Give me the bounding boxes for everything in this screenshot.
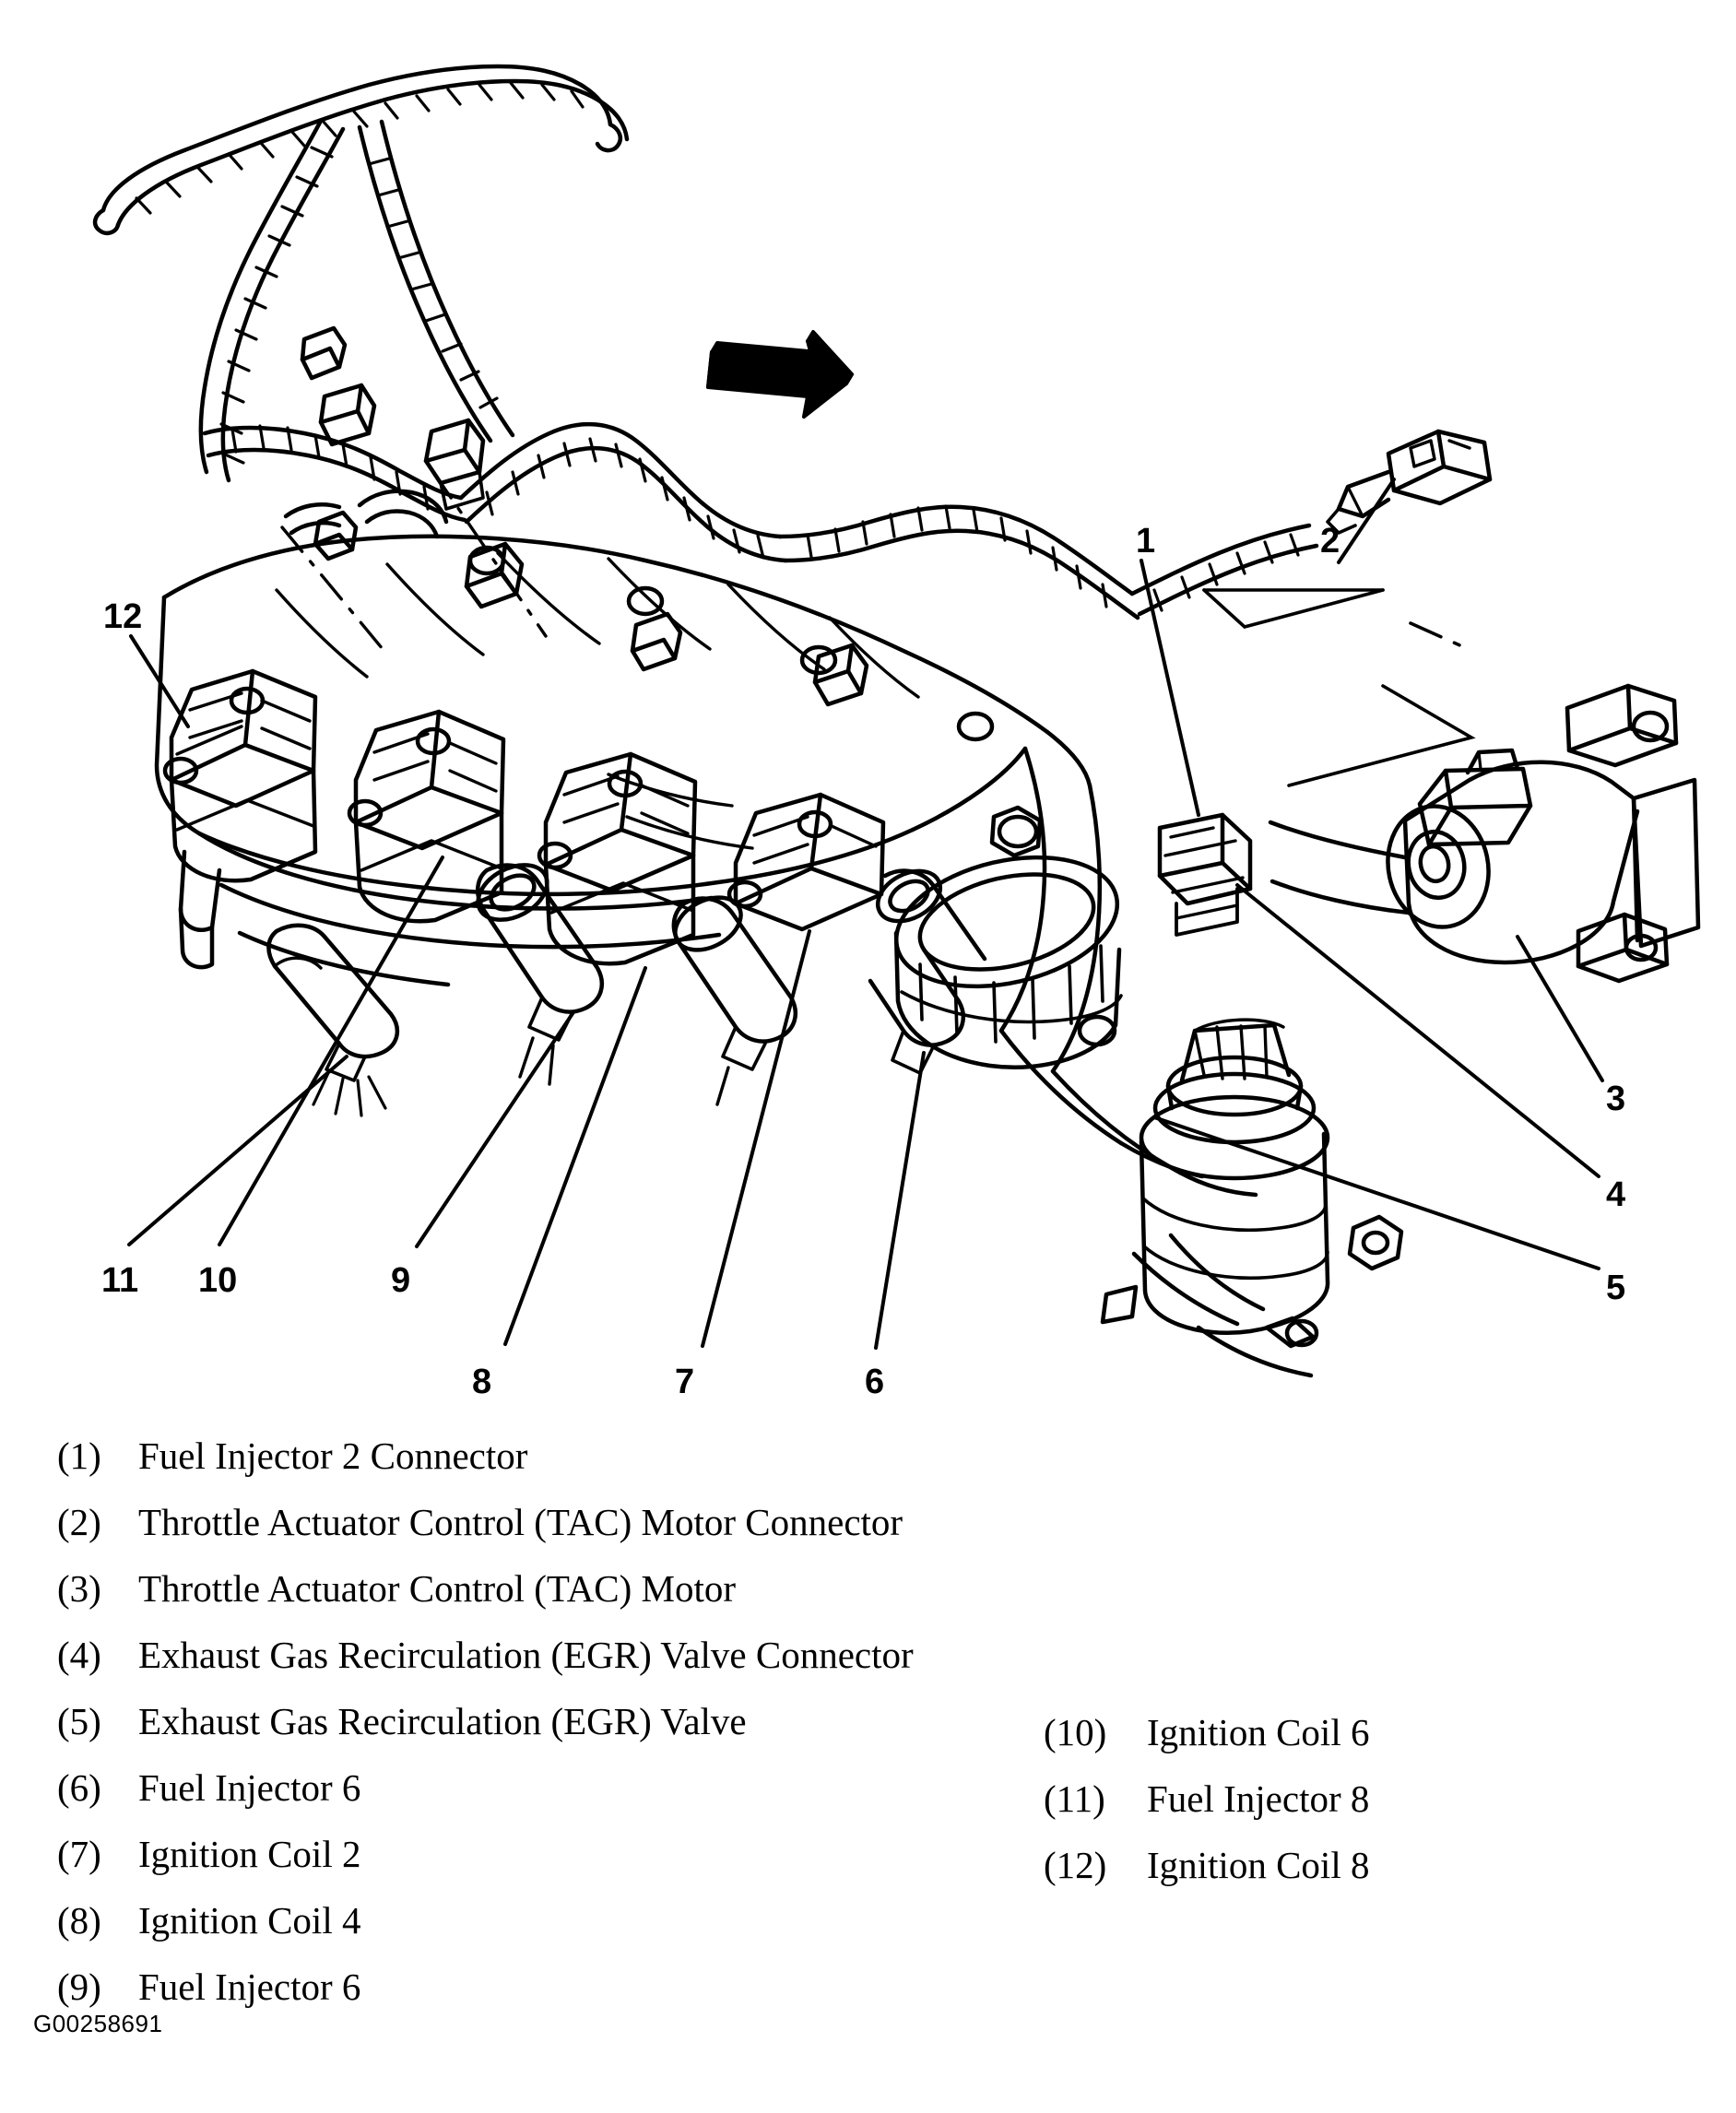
legend-item: (10) Ignition Coil 6 bbox=[1044, 1710, 1689, 1777]
legend-item-label: Ignition Coil 6 bbox=[1147, 1711, 1370, 1753]
legend-item-label: Throttle Actuator Control (TAC) Motor Co… bbox=[138, 1501, 903, 1543]
ignition-coil-2 bbox=[726, 792, 886, 932]
legend-item: (11) Fuel Injector 8 bbox=[1044, 1777, 1689, 1843]
legend-item-label: Fuel Injector 6 bbox=[138, 1766, 361, 1809]
egr-valve bbox=[1100, 1018, 1404, 1349]
ignition-coil-6 bbox=[347, 709, 506, 924]
legend-item-label: Fuel Injector 8 bbox=[1147, 1777, 1370, 1820]
manifold-fasteners bbox=[467, 545, 1117, 1047]
callout-leader-lines bbox=[127, 470, 1604, 1350]
legend-item-number: (2) bbox=[57, 1501, 101, 1543]
figure-id-code: G00258691 bbox=[33, 2010, 163, 2037]
legend-left-column: (1) Fuel Injector 2 Connector (2) Throttle … bbox=[57, 1434, 979, 2031]
harness-connector-clips bbox=[300, 325, 869, 707]
legend-item: (5) Exhaust Gas Recirculation (EGR) Valve bbox=[57, 1699, 979, 1765]
legend-item: (9) Fuel Injector 6 bbox=[57, 1965, 979, 2031]
front-of-vehicle-arrow bbox=[706, 330, 854, 419]
callout-number-9: 9 bbox=[391, 1261, 411, 1300]
legend-item-number: (10) bbox=[1044, 1711, 1107, 1753]
callout-number-6: 6 bbox=[865, 1363, 885, 1401]
legend-item-number: (4) bbox=[57, 1634, 101, 1676]
legend-item: (6) Fuel Injector 6 bbox=[57, 1765, 979, 1832]
ignition-coil-8 bbox=[162, 668, 318, 970]
callout-number-7: 7 bbox=[675, 1363, 695, 1401]
callout-number-4: 4 bbox=[1606, 1175, 1626, 1214]
callout-number-3: 3 bbox=[1606, 1080, 1626, 1118]
legend-item: (4) Exhaust Gas Recirculation (EGR) Valve… bbox=[57, 1633, 979, 1699]
legend-item-label: Ignition Coil 8 bbox=[1147, 1844, 1370, 1886]
legend-item-label: Exhaust Gas Recirculation (EGR) Valve Co… bbox=[138, 1634, 914, 1676]
wiring-harness-conduit bbox=[92, 64, 1319, 620]
fuel-injector-4 bbox=[671, 895, 797, 1106]
legend-item-label: Ignition Coil 4 bbox=[138, 1899, 361, 1942]
legend-item-label: Throttle Actuator Control (TAC) Motor bbox=[138, 1567, 737, 1610]
manifold-surface-detail bbox=[275, 551, 920, 850]
legend-item: (7) Ignition Coil 2 bbox=[57, 1832, 979, 1898]
legend-item-number: (1) bbox=[57, 1434, 101, 1477]
fuel-injector-2-connector bbox=[1157, 812, 1253, 937]
legend-item-label: Ignition Coil 2 bbox=[138, 1833, 361, 1875]
legend-item-label: Fuel Injector 6 bbox=[138, 1965, 361, 2008]
legend-item-number: (7) bbox=[57, 1833, 101, 1875]
legend-item-number: (9) bbox=[57, 1965, 101, 2008]
callout-number-2: 2 bbox=[1320, 522, 1340, 561]
figure-legend: (1) Fuel Injector 2 Connector (2) Throttle … bbox=[0, 1434, 1736, 2060]
ignition-coil-4 bbox=[537, 751, 698, 966]
legend-item-label: Fuel Injector 2 Connector bbox=[138, 1434, 528, 1477]
legend-item: (3) Throttle Actuator Control (TAC) Motor bbox=[57, 1566, 979, 1633]
legend-right-column: (10)Ignition Coil 6(11)Fuel Injector 8(1… bbox=[1044, 1710, 1689, 1909]
engine-diagram-artwork bbox=[92, 64, 1701, 1378]
legend-item-number: (5) bbox=[57, 1700, 101, 1742]
legend-item-number: (6) bbox=[57, 1766, 101, 1809]
tac-motor bbox=[1268, 683, 1701, 984]
callout-number-10: 10 bbox=[198, 1261, 238, 1300]
legend-item: (12) Ignition Coil 8 bbox=[1044, 1843, 1689, 1909]
legend-item-number: (12) bbox=[1044, 1844, 1107, 1886]
legend-item-number: (3) bbox=[57, 1567, 101, 1610]
legend-item: (2) Throttle Actuator Control (TAC) Motor… bbox=[57, 1500, 979, 1566]
legend-item-number: (11) bbox=[1044, 1777, 1105, 1820]
fuel-injector-6 bbox=[475, 863, 604, 1086]
tac-motor-connector bbox=[1326, 429, 1493, 535]
callout-number-12: 12 bbox=[103, 597, 143, 636]
legend-item-number: (8) bbox=[57, 1899, 101, 1942]
legend-item-label: Exhaust Gas Recirculation (EGR) Valve bbox=[138, 1700, 747, 1742]
callout-number-5: 5 bbox=[1606, 1269, 1626, 1307]
fuel-injector-8 bbox=[266, 923, 400, 1117]
fuel-injector-2 bbox=[868, 868, 987, 1075]
legend-item: (1) Fuel Injector 2 Connector bbox=[57, 1434, 979, 1500]
callout-number-1: 1 bbox=[1136, 522, 1156, 561]
legend-item: (8) Ignition Coil 4 bbox=[57, 1898, 979, 1965]
callout-number-8: 8 bbox=[472, 1363, 492, 1401]
callout-number-11: 11 bbox=[101, 1261, 139, 1300]
